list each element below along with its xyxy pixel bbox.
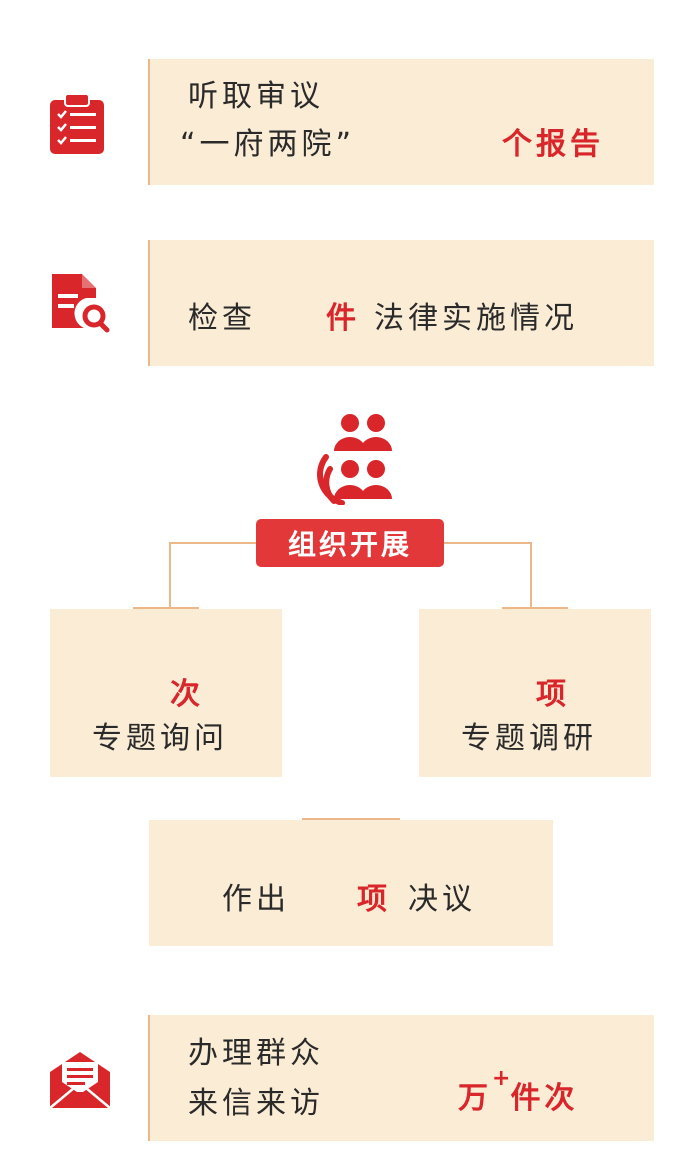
connector-left-v — [169, 542, 171, 608]
report-line2: “一府两院” — [180, 127, 356, 162]
inspection-prefix: 检查 — [188, 301, 256, 336]
report-line1: 听取审议 — [188, 79, 324, 114]
resolution-card-top-accent — [302, 818, 400, 820]
inquiry-unit: 次 — [170, 677, 204, 712]
report-unit: 个报告 — [502, 127, 604, 162]
resolution-prefix: 作出 — [222, 882, 290, 917]
envelope-letter-icon — [48, 1048, 112, 1114]
document-search-icon — [48, 270, 110, 338]
letters-unit-jianci: 件次 — [510, 1081, 579, 1116]
inquiry-label: 专题询问 — [92, 721, 228, 756]
connector-left-h — [169, 542, 256, 544]
inspection-card — [148, 240, 654, 366]
research-unit: 项 — [536, 677, 570, 712]
connector-right-v — [530, 542, 532, 608]
resolution-suffix: 决议 — [408, 882, 476, 917]
letters-plus: + — [492, 1066, 511, 1091]
connector-right-h — [444, 542, 532, 544]
letters-card — [148, 1015, 654, 1141]
people-group-icon — [308, 413, 396, 509]
resolution-unit: 项 — [357, 882, 391, 917]
inspection-unit: 件 — [326, 301, 360, 336]
research-label: 专题调研 — [461, 721, 597, 756]
inspection-suffix: 法律实施情况 — [374, 301, 578, 336]
letters-unit: 万+件次 — [458, 1068, 579, 1116]
letters-line1: 办理群众 — [188, 1036, 324, 1071]
letters-line2: 来信来访 — [188, 1086, 324, 1121]
organize-badge: 组织开展 — [256, 519, 444, 567]
inquiry-card — [50, 609, 282, 777]
report-card — [148, 59, 654, 185]
clipboard-checklist-icon — [48, 92, 106, 160]
resolution-card — [149, 820, 553, 946]
inquiry-card-top-accent — [133, 607, 199, 609]
letters-unit-wan: 万 — [458, 1081, 492, 1116]
research-card-top-accent — [502, 607, 568, 609]
research-card — [419, 609, 651, 777]
